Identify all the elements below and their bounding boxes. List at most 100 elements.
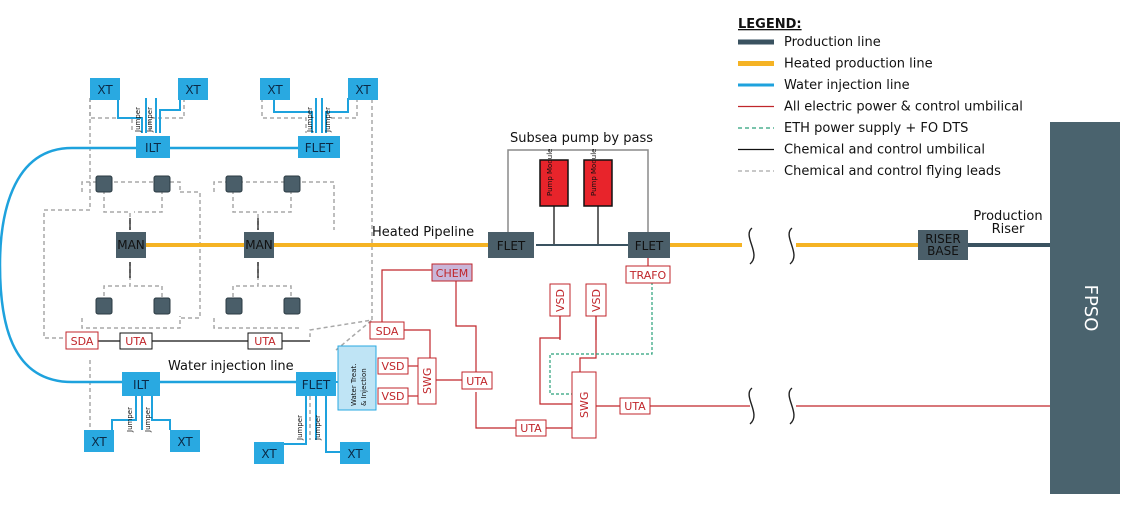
legend-item: Water injection line [738, 78, 910, 93]
jumper-labels: Jumper Jumper Jumper Jumper Jumper Jumpe… [126, 107, 332, 441]
jumper-label: Jumper [324, 107, 332, 133]
jumper-label: Jumper [306, 107, 314, 133]
svg-text:ILT: ILT [133, 378, 150, 392]
legend-item: Chemical and control flying leads [738, 164, 1001, 179]
svg-text:FPSO: FPSO [1080, 285, 1101, 332]
svg-text:UTA: UTA [466, 375, 488, 388]
water-injection-lines [0, 98, 349, 453]
electric-umbilical [372, 258, 1050, 429]
svg-text:FLET: FLET [302, 378, 331, 392]
jumper-label: Jumper [146, 107, 154, 133]
svg-text:FLET: FLET [305, 141, 334, 155]
riser-base[interactable]: RISER BASE [918, 230, 968, 260]
well-slots [95, 175, 301, 315]
svg-text:UTA: UTA [254, 335, 276, 348]
sda-right[interactable]: SDA [369, 321, 405, 340]
manifold-left[interactable]: MAN [116, 232, 146, 258]
production-riser-label-2: Riser [992, 222, 1025, 237]
xt-tree-top-right-1[interactable]: XT [260, 78, 290, 100]
flet-production-right[interactable]: FLET [628, 232, 670, 258]
svg-text:VSD: VSD [382, 360, 405, 373]
legend-label: Heated production line [784, 57, 933, 72]
fpso[interactable]: FPSO [1050, 122, 1120, 494]
xt-tree-bottom-left-2[interactable]: XT [170, 430, 200, 452]
svg-text:ILT: ILT [145, 141, 162, 155]
svg-text:XT: XT [355, 83, 371, 97]
svg-text:Pump Module: Pump Module [590, 149, 598, 196]
eth-power-fo-dts [549, 282, 653, 395]
pump-connections [536, 205, 632, 246]
vsd-pump-left[interactable]: VSD [549, 283, 571, 317]
flying-leads [43, 92, 373, 440]
legend-item: All electric power & control umbilical [738, 100, 1023, 115]
svg-text:XT: XT [185, 83, 201, 97]
svg-text:XT: XT [347, 447, 363, 461]
legend-label: Chemical and control umbilical [784, 143, 985, 158]
xt-tree-bottom-right-1[interactable]: XT [254, 442, 284, 464]
svg-text:UTA: UTA [624, 400, 646, 413]
jumper-label: Jumper [126, 407, 134, 433]
uta-pump[interactable]: UTA [619, 397, 651, 415]
legend-label: Production line [784, 35, 881, 50]
jumper-label: Jumper [134, 107, 142, 133]
svg-text:SDA: SDA [376, 325, 399, 338]
trafo-unit[interactable]: TRAFO [625, 265, 671, 284]
legend-label: ETH power supply + FO DTS [784, 121, 968, 136]
svg-text:Pump Module: Pump Module [546, 149, 554, 196]
production-riser-label-1: Production [973, 209, 1042, 224]
ilt-top[interactable]: ILT [136, 136, 170, 158]
svg-text:& Injection: & Injection [360, 368, 368, 406]
legend-label: Water injection line [784, 78, 910, 93]
xt-tree-top-left-2[interactable]: XT [178, 78, 208, 100]
legend-item: Chemical and control umbilical [738, 143, 985, 158]
vsd-pump-right[interactable]: VSD [585, 283, 607, 317]
xt-tree-top-right-2[interactable]: XT [348, 78, 378, 100]
svg-text:VSD: VSD [382, 390, 405, 403]
sda-left[interactable]: SDA [65, 331, 99, 350]
svg-text:XT: XT [267, 83, 283, 97]
jumper-label: Jumper [144, 407, 152, 433]
legend-item: ETH power supply + FO DTS [738, 121, 968, 136]
svg-text:FLET: FLET [635, 239, 664, 253]
svg-text:MAN: MAN [117, 238, 145, 252]
uta-lower[interactable]: UTA [515, 419, 547, 437]
svg-text:SWG: SWG [421, 368, 434, 394]
flet-water-bottom[interactable]: FLET [296, 372, 336, 396]
legend-label: Chemical and control flying leads [784, 164, 1001, 179]
water-treatment-injection[interactable]: Water Treat. & Injection [337, 345, 377, 411]
subsea-pump-bypass-label: Subsea pump by pass [510, 131, 653, 146]
manifold-right[interactable]: MAN [244, 232, 274, 258]
svg-text:XT: XT [261, 447, 277, 461]
flet-production-left[interactable]: FLET [488, 232, 534, 258]
legend-label: All electric power & control umbilical [784, 100, 1023, 115]
svg-text:MAN: MAN [245, 238, 273, 252]
svg-text:RISER: RISER [925, 232, 960, 246]
heated-pipeline-label: Heated Pipeline [372, 225, 474, 240]
uta-water[interactable]: UTA [461, 371, 493, 390]
xt-tree-top-left-1[interactable]: XT [90, 78, 120, 100]
chemical-control-umbilical [98, 218, 310, 342]
vsd-water-upper[interactable]: VSD [377, 357, 409, 375]
legend-item: Heated production line [738, 57, 933, 72]
legend-item: Production line [738, 35, 881, 50]
jumper-label: Jumper [296, 415, 304, 441]
pump-module-left[interactable]: Pump Module [539, 149, 569, 207]
jumper-label: Jumper [314, 415, 322, 441]
chem-unit[interactable]: CHEM [431, 263, 473, 282]
line-break-symbols [748, 227, 795, 425]
swg-pump[interactable]: SWG [571, 371, 597, 439]
svg-text:VSD: VSD [590, 289, 603, 312]
pump-module-right[interactable]: Pump Module [583, 149, 613, 207]
svg-text:VSD: VSD [554, 289, 567, 312]
flet-water-top[interactable]: FLET [298, 136, 340, 158]
vsd-water-lower[interactable]: VSD [377, 387, 409, 405]
uta-middle[interactable]: UTA [247, 332, 283, 350]
xt-tree-bottom-left-1[interactable]: XT [84, 430, 114, 452]
ilt-bottom[interactable]: ILT [122, 372, 160, 396]
uta-left[interactable]: UTA [119, 332, 153, 350]
svg-text:XT: XT [91, 435, 107, 449]
swg-water[interactable]: SWG [417, 357, 437, 405]
xt-tree-bottom-right-2[interactable]: XT [340, 442, 370, 464]
